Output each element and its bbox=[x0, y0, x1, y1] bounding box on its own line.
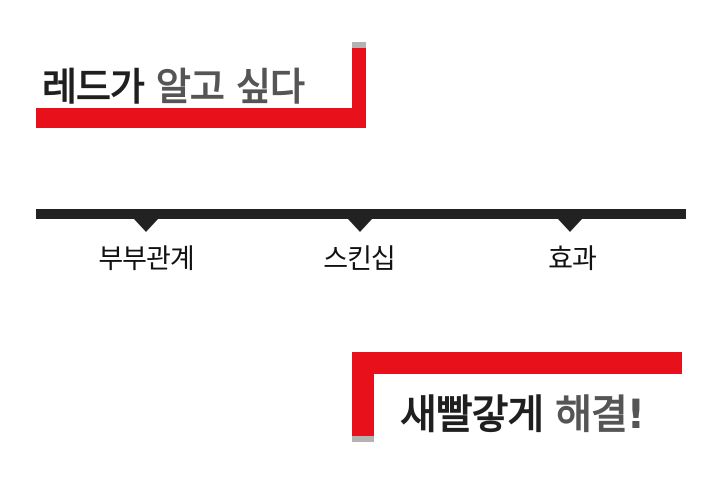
timeline-marker-2 bbox=[347, 218, 373, 232]
timeline-label-3: 효과 bbox=[548, 244, 597, 275]
timeline-label-1: 부부관계 bbox=[98, 244, 194, 275]
conclusion-part-2: 해결! bbox=[555, 392, 645, 438]
timeline-marker-3 bbox=[557, 218, 583, 232]
timeline-label-2: 스킨십 bbox=[323, 244, 396, 275]
title-part-2: 알고 싶다 bbox=[155, 65, 305, 109]
timeline-bar bbox=[36, 209, 686, 219]
timeline bbox=[36, 200, 686, 240]
conclusion-red-bracket bbox=[352, 352, 682, 442]
title-red-bracket bbox=[36, 42, 366, 128]
title-part-1: 레드가 bbox=[42, 65, 145, 109]
conclusion-part-1: 새빨갛게 bbox=[400, 392, 544, 438]
timeline-marker-1 bbox=[133, 218, 159, 232]
